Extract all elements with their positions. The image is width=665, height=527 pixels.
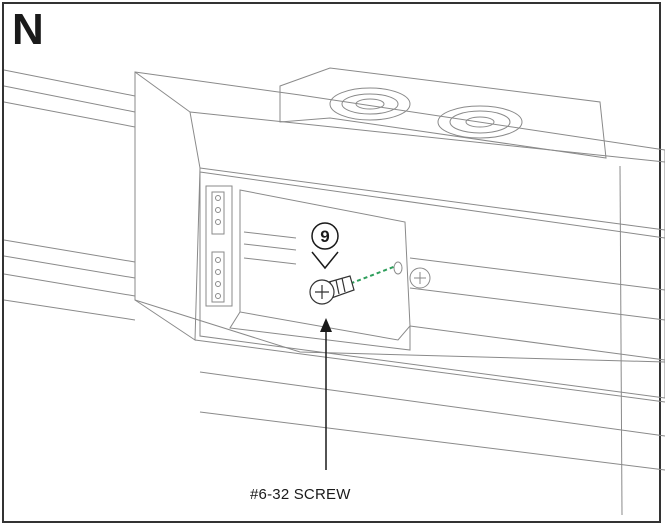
panel-letter: N: [12, 5, 44, 54]
step-number: 9: [320, 227, 329, 246]
terminal-block: [205, 185, 233, 307]
screw-icon: [309, 275, 355, 305]
knockout-1: [329, 87, 411, 121]
cover-plate: [239, 189, 411, 341]
callout-arrowhead: [320, 318, 332, 332]
mounted-screw: [409, 267, 431, 289]
junction-box: [279, 67, 607, 159]
screw-callout-label: #6-32 SCREW: [250, 486, 351, 503]
screw-leader-dashed: [343, 265, 397, 287]
step-circle-icon: 9: [311, 222, 339, 250]
panel-frame: [2, 2, 661, 523]
down-arrow-icon: [311, 251, 339, 270]
channel: [409, 257, 665, 361]
knockout-2: [437, 105, 523, 139]
left-rail: [3, 69, 136, 321]
outer-bezel: [134, 71, 665, 363]
inner-opening: [199, 171, 665, 399]
